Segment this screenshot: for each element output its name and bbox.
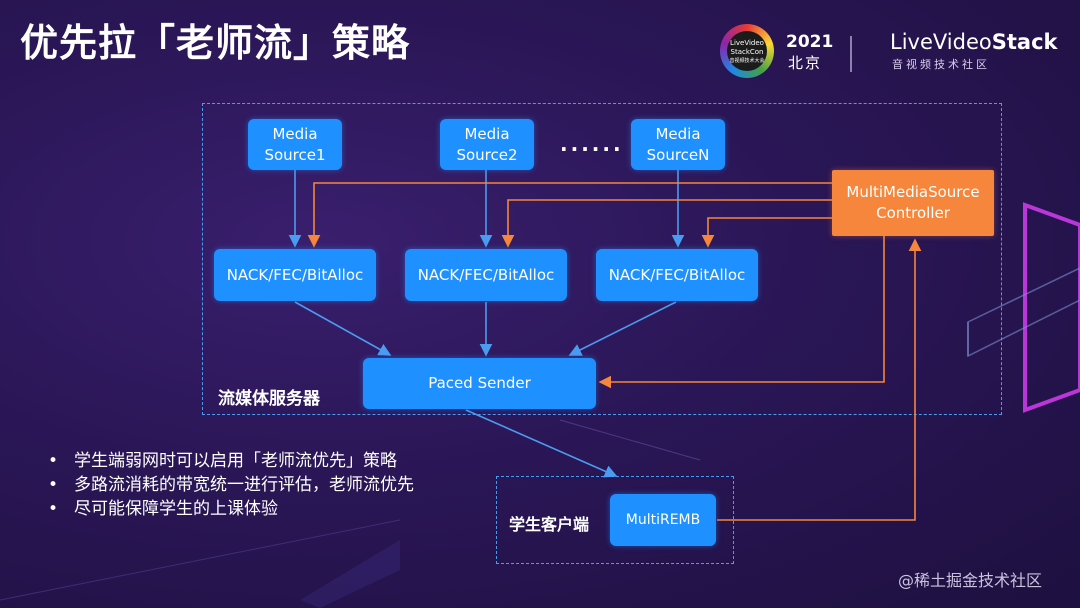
- conference-logo: LiveVideo StackCon 音视频技术大会: [720, 24, 774, 78]
- nack-fec-bitalloc-2: NACK/FEC/BitAlloc: [405, 249, 567, 301]
- client-label: 学生客户端: [509, 515, 590, 534]
- header-divider: [850, 36, 852, 72]
- server-boundary: [202, 103, 1002, 415]
- bullet-list: 学生端弱网时可以启用「老师流优先」策略 多路流消耗的带宽统一进行评估，老师流优先…: [48, 449, 414, 521]
- sources-ellipsis: ......: [560, 132, 624, 156]
- nack-fec-bitalloc-1: NACK/FEC/BitAlloc: [214, 249, 376, 301]
- server-label: 流媒体服务器: [218, 389, 320, 409]
- conference-city: 北京: [788, 54, 823, 72]
- brand-subtitle: 音视频技术社区: [892, 58, 990, 71]
- nack-fec-bitalloc-n: NACK/FEC/BitAlloc: [596, 249, 758, 301]
- conference-logo-text: LiveVideo StackCon 音视频技术大会: [727, 31, 767, 71]
- brand-logo: LiveVideoStack: [890, 30, 1058, 54]
- bullet-item: 多路流消耗的带宽统一进行评估，老师流优先: [48, 473, 414, 497]
- multiremb: MultiREMB: [610, 494, 716, 546]
- bullet-item: 学生端弱网时可以启用「老师流优先」策略: [48, 449, 414, 473]
- paced-sender: Paced Sender: [363, 358, 596, 409]
- bullet-item: 尽可能保障学生的上课体验: [48, 497, 414, 521]
- conference-year: 2021: [786, 32, 834, 52]
- slide-title: 优先拉「老师流」策略: [20, 21, 411, 65]
- watermark: @稀土掘金技术社区: [898, 571, 1043, 590]
